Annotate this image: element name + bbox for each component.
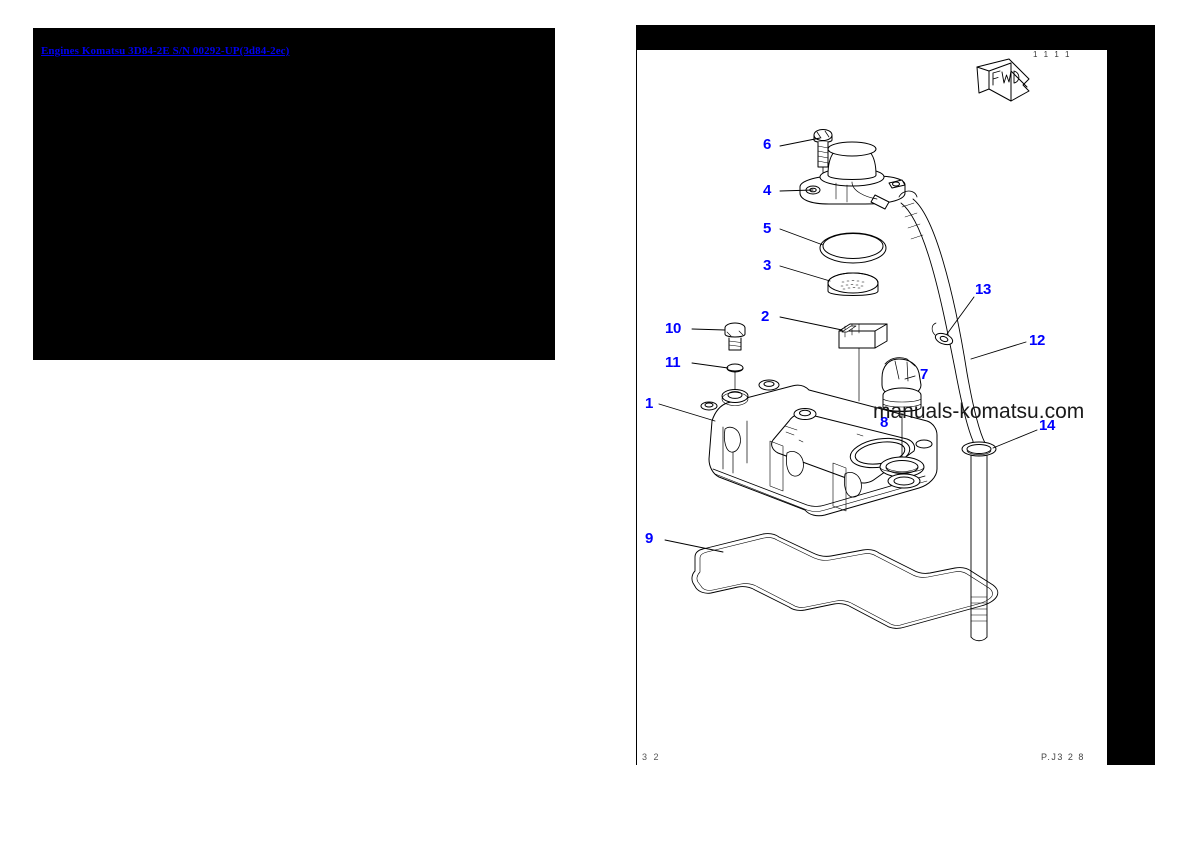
part-3-filter-element — [827, 272, 879, 296]
part-12-dipstick-guide — [898, 190, 997, 642]
callout-14[interactable]: 14 — [1039, 417, 1056, 434]
part-7-oil-filler-cap — [881, 357, 922, 412]
sheet-footer-left: 3 2 — [642, 752, 661, 762]
right-black-band — [1108, 25, 1155, 765]
part-5-o-ring — [819, 232, 887, 264]
sheet-header-mark: 1 1 1 1 — [1033, 50, 1072, 59]
part-8-filler-neck — [879, 456, 925, 489]
callout-6[interactable]: 6 — [763, 136, 772, 153]
top-black-bar — [636, 25, 1155, 49]
callout-7[interactable]: 7 — [920, 366, 929, 383]
part-14-o-ring-lower — [961, 441, 997, 457]
part-9-cover-gasket — [691, 533, 999, 629]
sheet-footer-right: P.J3 2 8 — [1041, 752, 1085, 762]
diagram-sheet: 1 1 1 1 — [636, 49, 1108, 765]
part-4-breather-body — [799, 141, 906, 210]
callout-10[interactable]: 10 — [665, 320, 682, 337]
part-11-seal-washer — [726, 363, 744, 373]
part-13-bracket — [931, 322, 954, 346]
callout-13[interactable]: 13 — [975, 281, 992, 298]
callout-5[interactable]: 5 — [763, 220, 772, 237]
part-10-plug — [724, 322, 746, 351]
callout-11[interactable]: 11 — [665, 354, 681, 371]
callout-9[interactable]: 9 — [645, 530, 654, 547]
left-preview-panel: Engines Komatsu 3D84-2E S/N 00292-UP(3d8… — [33, 28, 555, 360]
part-2-clamp — [838, 323, 888, 402]
sheet-top-rule — [637, 49, 1107, 50]
callout-8[interactable]: 8 — [880, 414, 889, 431]
part-1-cylinder-head-cover — [700, 379, 938, 517]
diagram-drawing-area: 6 4 5 3 2 10 11 1 7 8 9 12 13 14 manuals… — [637, 49, 1107, 765]
callout-2[interactable]: 2 — [761, 308, 770, 325]
parts-diagram-container: 1 1 1 1 — [628, 25, 1155, 765]
leader-lines — [658, 137, 1038, 553]
site-watermark: manuals-komatsu.com — [873, 400, 1085, 423]
callout-1[interactable]: 1 — [645, 395, 654, 412]
callout-4[interactable]: 4 — [763, 182, 772, 199]
callout-12[interactable]: 12 — [1029, 332, 1046, 349]
parts-line-art — [658, 58, 1038, 642]
fwd-arrow-icon — [976, 58, 1030, 102]
callout-3[interactable]: 3 — [763, 257, 772, 274]
document-title-link[interactable]: Engines Komatsu 3D84-2E S/N 00292-UP(3d8… — [41, 45, 290, 57]
